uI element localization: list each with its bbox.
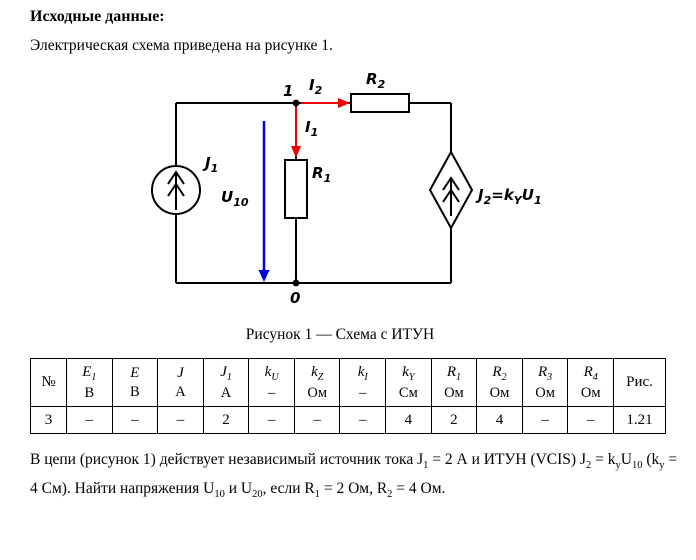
table-value-cell: –: [521, 406, 569, 434]
node-0-label: 0: [290, 289, 300, 307]
table-value-cell: 1.21: [613, 406, 666, 434]
circuit-figure: 1 0 I2 R2 I1 R1 J1 U10 J2=kYU1: [126, 68, 562, 325]
voltage-u10-arrow: [258, 121, 270, 282]
table-header-cell: kU–: [248, 358, 295, 407]
task-paragraph: В цепи (рисунок 1) действует независимый…: [30, 451, 678, 501]
current-source-j1-arrow: [167, 170, 185, 210]
table-value-cell: –: [248, 406, 295, 434]
current-i1-arrow: [291, 107, 301, 158]
table-header-cell: kI–: [339, 358, 387, 407]
label-u10: U10: [221, 188, 249, 209]
table-value-cell: 2: [430, 406, 478, 434]
resistor-r2-box: [350, 93, 410, 113]
resistor-r1-box: [284, 159, 308, 219]
figure-caption: Рисунок 1 — Схема с ИТУН: [245, 326, 435, 343]
table-value-cell: 2: [202, 406, 250, 434]
page-title: Исходные данные:: [30, 8, 165, 25]
intro-text: Электрическая схема приведена на рисунке…: [30, 37, 333, 54]
table-header-cell: №: [30, 358, 67, 407]
label-j1: J1: [202, 154, 218, 175]
label-r1: R1: [312, 164, 331, 185]
table-value-cell: –: [567, 406, 614, 434]
label-j2-equation: J2=kYU1: [475, 186, 542, 207]
table-value-cell: 3: [30, 406, 67, 434]
table-header-cell: Рис.: [613, 358, 666, 407]
circuit-diagram: 1 0 I2 R2 I1 R1 J1 U10 J2=kYU1: [151, 70, 542, 307]
node-1-label: 1: [283, 82, 293, 100]
table-value-cell: 4: [385, 406, 432, 434]
table-value-cell: –: [111, 406, 159, 434]
table-value-cell: –: [157, 406, 204, 434]
label-r2: R2: [366, 70, 386, 91]
node-0-dot: [292, 279, 300, 287]
dependent-source-j2-arrow: [442, 176, 460, 216]
current-i2-arrow: [301, 98, 350, 108]
label-i1: I1: [305, 118, 318, 139]
table-value-cell: –: [293, 406, 341, 434]
node-1-dot: [292, 99, 300, 107]
table-value-cell: –: [339, 406, 387, 434]
label-i2: I2: [309, 76, 323, 97]
table-value-cell: 4: [476, 406, 523, 434]
table-value-cell: –: [66, 406, 113, 434]
